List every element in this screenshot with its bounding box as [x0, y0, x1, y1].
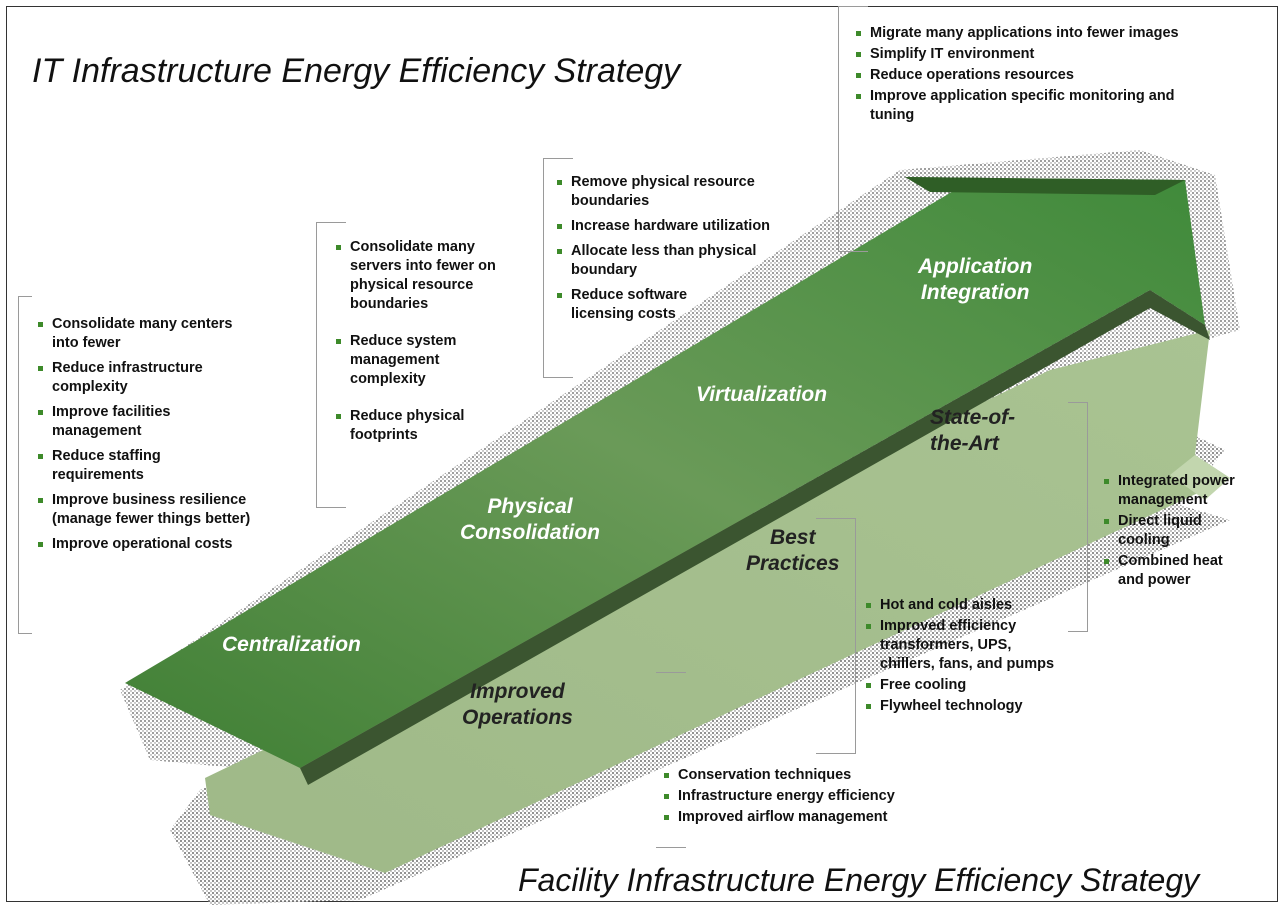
- centralization-bracket: [18, 296, 32, 634]
- best-practices-bracket: [816, 518, 856, 754]
- physical-consolidation-list: Consolidate many servers into fewer on p…: [334, 238, 514, 451]
- list-item: Increase hardware utilization: [555, 217, 817, 236]
- centralization-list: Consolidate many centers into fewer Redu…: [36, 315, 251, 560]
- virtualization-list: Remove physical resource boundaries Incr…: [555, 173, 817, 330]
- list-item: Reduce physical footprints: [334, 407, 514, 445]
- improved-operations-list: Conservation techniques Infrastructure e…: [662, 766, 962, 829]
- stage-best-practices: Best Practices: [746, 526, 840, 575]
- it-arrow-edge: [300, 290, 1210, 785]
- list-item: Improved efficiency transformers, UPS, c…: [864, 617, 1064, 674]
- it-strategy-title: IT Infrastructure Energy Efficiency Stra…: [32, 52, 681, 90]
- list-item: Consolidate many centers into fewer: [36, 315, 251, 353]
- list-item: Conservation techniques: [662, 766, 962, 785]
- list-item: Reduce system management complexity: [334, 332, 514, 389]
- facility-strategy-title: Facility Infrastructure Energy Efficienc…: [518, 862, 1200, 898]
- stage-physical-consolidation: Physical Consolidation: [460, 495, 600, 544]
- list-item: Improved airflow management: [662, 808, 962, 827]
- list-item: Improve operational costs: [36, 535, 251, 554]
- list-item: Integrated power management: [1102, 472, 1242, 510]
- stage-centralization: Centralization: [222, 633, 361, 656]
- list-item: Reduce infrastructure complexity: [36, 359, 251, 397]
- list-item: Simplify IT environment: [854, 45, 1209, 64]
- list-item: Remove physical resource boundaries: [555, 173, 817, 211]
- list-item: Consolidate many servers into fewer on p…: [334, 238, 514, 314]
- application-integration-list: Migrate many applications into fewer ima…: [854, 24, 1209, 127]
- list-item: Reduce software licensing costs: [555, 286, 721, 324]
- state-of-the-art-bracket: [1068, 402, 1088, 632]
- stage-application-integration: Application Integration: [918, 255, 1033, 304]
- list-item: Hot and cold aisles: [864, 596, 1064, 615]
- list-item: Flywheel technology: [864, 697, 1064, 716]
- list-item: Allocate less than physical boundary: [555, 242, 817, 280]
- list-item: Combined heat and power: [1102, 552, 1242, 590]
- stage-state-of-the-art: State-of- the-Art: [930, 406, 1016, 455]
- facility-arrow: [205, 330, 1230, 873]
- facility-arrow-side: [1170, 455, 1230, 500]
- list-item: Reduce operations resources: [854, 66, 1209, 85]
- list-item: Direct liquid cooling: [1102, 512, 1242, 550]
- best-practices-list: Hot and cold aisles Improved efficiency …: [864, 596, 1064, 718]
- stage-improved-operations: Improved Operations: [462, 680, 573, 729]
- list-item: Reduce staffing requirements: [36, 447, 251, 485]
- improved-operations-bracket: [656, 672, 686, 848]
- list-item: Improve facilities management: [36, 403, 251, 441]
- virtualization-bracket: [543, 158, 573, 378]
- list-item: Free cooling: [864, 676, 1064, 695]
- diagram-frame: [6, 6, 1278, 902]
- application-integration-bracket: [838, 6, 868, 252]
- state-of-the-art-list: Integrated power management Direct liqui…: [1102, 472, 1242, 592]
- list-item: Migrate many applications into fewer ima…: [854, 24, 1200, 43]
- physical-consolidation-bracket: [316, 222, 346, 508]
- it-arrowhead-top: [905, 177, 1185, 195]
- list-item: Improve application specific monitoring …: [854, 87, 1209, 125]
- stage-virtualization: Virtualization: [696, 383, 828, 406]
- it-arrow: [125, 177, 1205, 768]
- list-item: Infrastructure energy efficiency: [662, 787, 962, 806]
- list-item: Improve business resilience (manage fewe…: [36, 491, 251, 529]
